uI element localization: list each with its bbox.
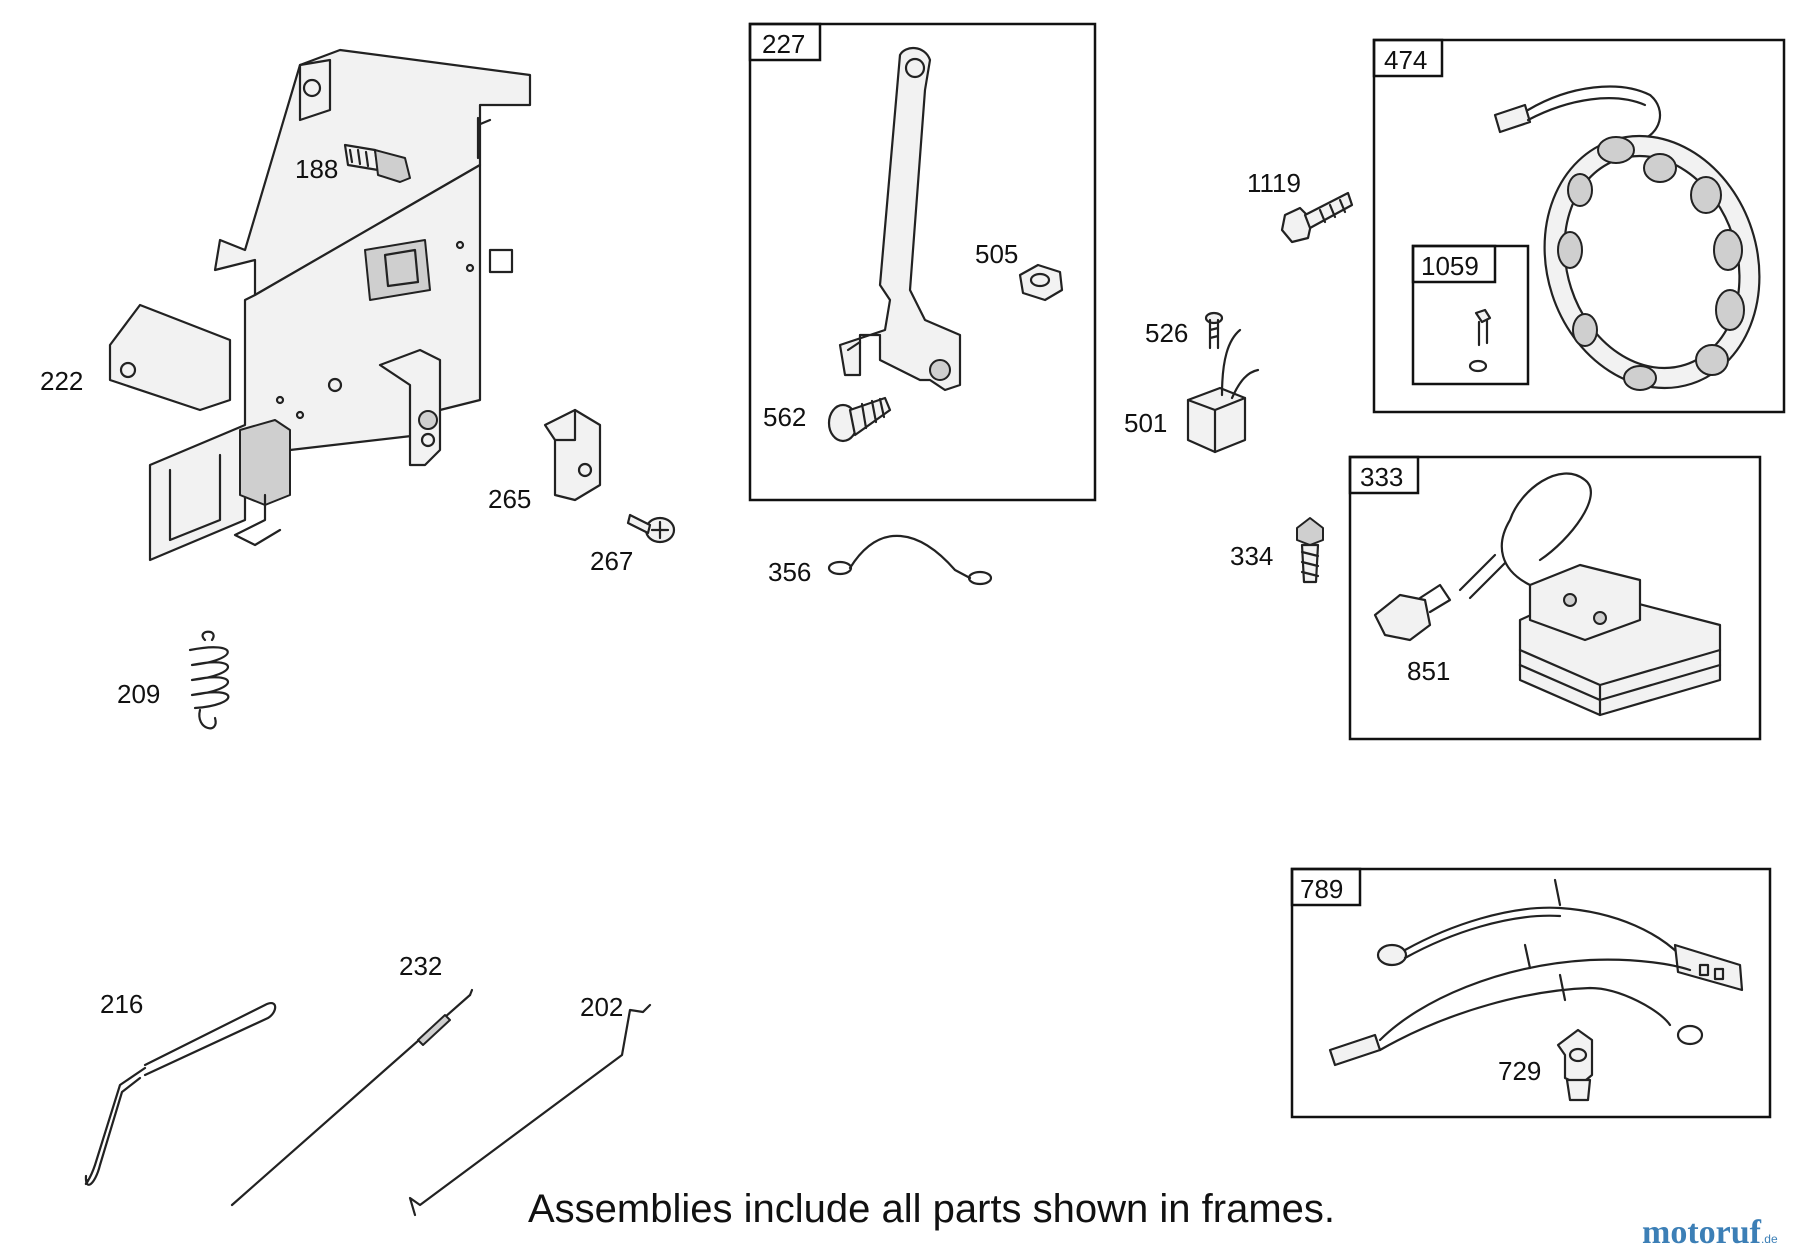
- bolt-1119-drawing: [1280, 191, 1354, 244]
- bolt-188-drawing: [343, 143, 411, 183]
- clip-265-drawing: [543, 408, 602, 502]
- part-label-526: 526: [1145, 318, 1188, 348]
- frame-label-1059: 1059: [1421, 251, 1479, 281]
- part-label-216: 216: [100, 989, 143, 1019]
- wire-356-drawing: [827, 534, 993, 586]
- part-label-1119: 1119: [1247, 168, 1301, 198]
- frame-474-tag: [1372, 38, 1444, 78]
- part-label-222: 222: [40, 366, 83, 396]
- pin-562-drawing: [827, 396, 892, 443]
- frame-333-tag: [1348, 455, 1420, 495]
- part-label-232: 232: [399, 951, 442, 981]
- rod-232-drawing: [230, 988, 474, 1207]
- rod-216-drawing: [84, 1002, 277, 1186]
- part-label-729: 729: [1498, 1056, 1541, 1086]
- frame-789-border: [1290, 867, 1772, 1119]
- ignition-coil-333-drawing: [1373, 472, 1722, 717]
- harness-789-drawing: [1328, 878, 1744, 1067]
- spring-209-drawing: [188, 630, 230, 730]
- part-label-265: 265: [488, 484, 531, 514]
- nut-505-drawing: [1018, 263, 1064, 302]
- part-label-562: 562: [763, 402, 806, 432]
- frame-333-border: [1348, 455, 1762, 741]
- part-label-356: 356: [768, 557, 811, 587]
- alternator-474-drawing: [1493, 85, 1761, 391]
- control-bracket-drawing: [108, 48, 532, 562]
- frame-label-333: 333: [1360, 462, 1403, 492]
- frame-label-227: 227: [762, 29, 805, 59]
- frame-1059-tag: [1411, 244, 1497, 284]
- part-label-501: 501: [1124, 408, 1167, 438]
- caption: Assemblies include all parts shown in fr…: [528, 1187, 1335, 1231]
- frame-227-tag: [748, 22, 822, 62]
- part-label-851: 851: [1407, 656, 1450, 686]
- frame-label-789: 789: [1300, 874, 1343, 904]
- part-label-334: 334: [1230, 541, 1273, 571]
- part-label-505: 505: [975, 239, 1018, 269]
- part-label-267: 267: [590, 546, 633, 576]
- motoruf-logo: motoruf.de: [1642, 1214, 1778, 1251]
- part-label-202: 202: [580, 992, 623, 1022]
- part-label-209: 209: [117, 679, 160, 709]
- lever-227-drawing: [838, 47, 962, 392]
- screw-526-drawing: [1204, 311, 1224, 350]
- frame-227-border: [748, 22, 1097, 502]
- module-501-drawing: [1186, 328, 1260, 454]
- frame-label-474: 474: [1384, 45, 1427, 75]
- bolt-334-drawing: [1296, 517, 1324, 584]
- frame-474-border: [1372, 38, 1786, 414]
- screw-1059-drawing: [1468, 308, 1492, 373]
- rod-202-drawing: [408, 1003, 652, 1217]
- frame-789-tag: [1290, 867, 1362, 907]
- part-label-188: 188: [295, 154, 338, 184]
- screw-267-drawing: [626, 513, 676, 544]
- clip-729-drawing: [1556, 1028, 1594, 1102]
